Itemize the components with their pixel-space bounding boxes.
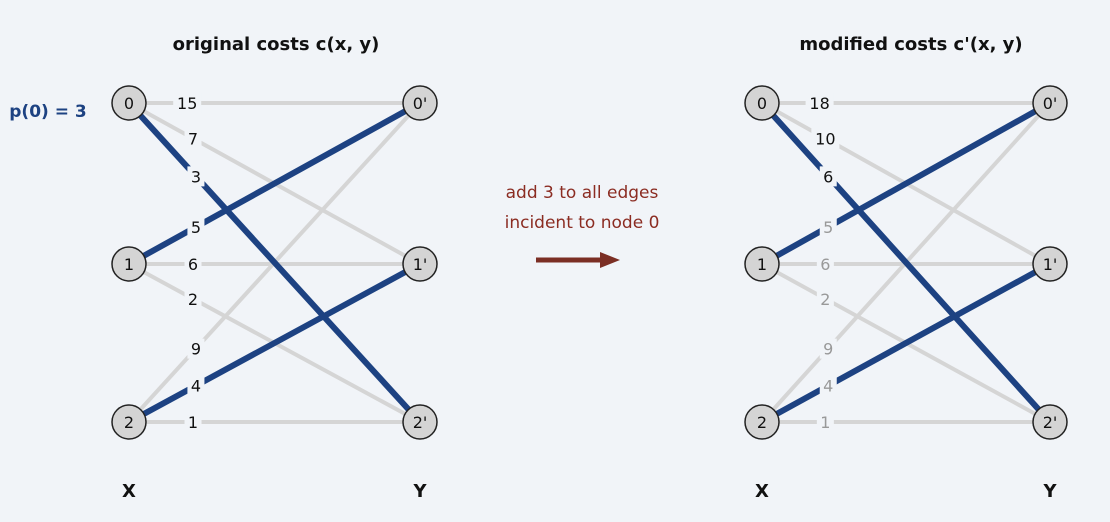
right-nodes: 0 1 2 0' 1' 2'	[744, 85, 1068, 440]
edge-label-bg	[184, 254, 202, 274]
left-graph: original costs c(x, y) p(0) = 3 15 7 3 5 6 2 9…	[9, 34, 438, 502]
edge-cost-1-1: 6	[820, 255, 830, 274]
node-circle	[111, 404, 147, 440]
node-circle	[1032, 404, 1068, 440]
node-circle	[744, 246, 780, 282]
node-label: 0	[124, 94, 134, 113]
left-nodes: 0 1 2 0' 1' 2'	[111, 85, 438, 440]
edge-label-bg	[805, 93, 834, 113]
right-title: modified costs c'(x, y)	[799, 34, 1022, 55]
edge-cost-2-0: 9	[823, 340, 833, 359]
node-x-1: 1	[744, 246, 780, 282]
node-x-1: 1	[111, 246, 147, 282]
edge-label-bg	[184, 288, 202, 309]
edge-cost-0-0: 15	[177, 94, 197, 113]
transform-caption: add 3 to all edges incident to node 0	[505, 183, 660, 268]
left-title: original costs c(x, y)	[173, 34, 380, 55]
edge-cost-2-1: 4	[823, 377, 833, 396]
edge-cost-0-2: 3	[191, 167, 201, 186]
node-circle	[1032, 85, 1068, 121]
node-label: 1'	[413, 255, 428, 274]
edge-cost-2-2: 1	[188, 413, 198, 432]
node-circle	[744, 85, 780, 121]
potential-label: p(0) = 3	[9, 102, 86, 122]
edge-cost-0-1: 10	[815, 129, 835, 148]
edge-label-bg	[184, 128, 202, 149]
left-edge-labels: 15 7 3 5 6 2 9 4 1	[173, 93, 205, 432]
edge-label-bg	[819, 375, 837, 396]
edge-label-bg	[187, 216, 205, 237]
edge-cost-1-2: 2	[820, 290, 830, 309]
edge-label-bg	[816, 288, 834, 309]
edge-label-bg	[819, 166, 837, 187]
matched-edge-0-2	[759, 100, 1053, 425]
edge-cost-1-1: 6	[188, 255, 198, 274]
node-label: 1'	[1043, 255, 1058, 274]
node-y-0: 0'	[402, 85, 438, 121]
node-circle	[1032, 246, 1068, 282]
edge-cost-2-2: 1	[820, 413, 830, 432]
edge-label-bg	[819, 338, 837, 359]
node-circle	[111, 85, 147, 121]
edge-label-bg	[173, 93, 202, 113]
edge-label-bg	[184, 412, 202, 432]
right-arrow-icon	[536, 252, 620, 268]
right-edge-labels: 18 10 6 5 6 2 9 4 1	[805, 93, 840, 432]
edge-cost-2-1: 4	[191, 377, 201, 396]
node-label: 0'	[1043, 94, 1058, 113]
edge-label-bg	[187, 338, 205, 359]
edge-cost-0-1: 7	[188, 129, 198, 148]
edge-cost-0-2: 6	[823, 167, 833, 186]
node-y-1: 1'	[402, 246, 438, 282]
matched-edge-1-0	[127, 100, 422, 267]
edge-cost-2-0: 9	[191, 340, 201, 359]
edge-label-bg	[816, 412, 834, 432]
edge-label-bg	[816, 254, 834, 274]
node-x-2: 2	[744, 404, 780, 440]
matched-edge-2-1	[127, 261, 422, 425]
left-y-label: Y	[412, 481, 427, 502]
node-y-0: 0'	[1032, 85, 1068, 121]
node-circle	[402, 404, 438, 440]
left-x-label: X	[122, 481, 136, 502]
right-x-label: X	[755, 481, 769, 502]
node-label: 0	[757, 94, 767, 113]
edge-label-bg	[187, 166, 205, 187]
node-x-2: 2	[111, 404, 147, 440]
right-edges	[759, 100, 1053, 425]
node-circle	[111, 246, 147, 282]
edge-label-bg	[187, 375, 205, 396]
node-label: 0'	[413, 94, 428, 113]
edge-cost-1-0: 5	[191, 218, 201, 237]
matched-edge-1-0	[760, 100, 1052, 267]
node-x-0: 0	[744, 85, 780, 121]
node-label: 1	[757, 255, 767, 274]
node-label: 2	[124, 413, 134, 432]
node-circle	[402, 246, 438, 282]
node-y-2: 2'	[1032, 404, 1068, 440]
node-circle	[402, 85, 438, 121]
edge-cost-0-0: 18	[809, 94, 829, 113]
node-label: 1	[124, 255, 134, 274]
matched-edge-2-1	[760, 261, 1052, 425]
node-x-0: 0	[111, 85, 147, 121]
node-y-2: 2'	[402, 404, 438, 440]
caption-line-2: incident to node 0	[505, 213, 660, 233]
edge-label-bg	[811, 128, 840, 149]
node-y-1: 1'	[1032, 246, 1068, 282]
right-y-label: Y	[1042, 481, 1057, 502]
node-circle	[744, 404, 780, 440]
node-label: 2'	[413, 413, 428, 432]
node-label: 2	[757, 413, 767, 432]
edge-cost-1-0: 5	[823, 218, 833, 237]
edge-label-bg	[819, 216, 837, 237]
matched-edge-0-2	[126, 100, 423, 425]
node-label: 2'	[1043, 413, 1058, 432]
caption-line-1: add 3 to all edges	[506, 183, 659, 203]
left-edges	[126, 100, 423, 425]
edge-cost-1-2: 2	[188, 290, 198, 309]
